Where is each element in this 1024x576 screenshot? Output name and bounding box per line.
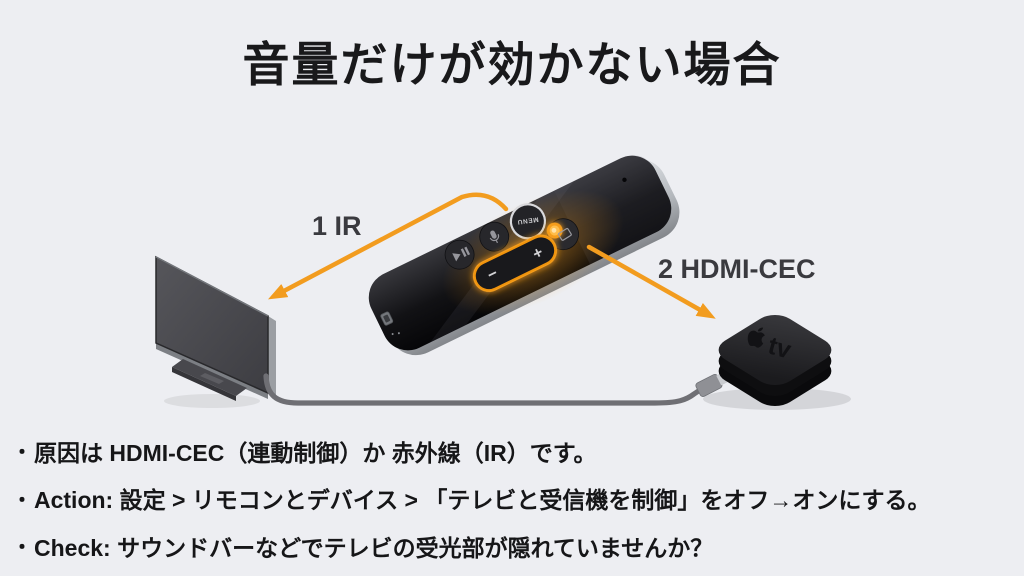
- play-pause-button: [444, 239, 475, 270]
- play-pause-icon: [452, 246, 471, 262]
- slide-title: 音量だけが効かない場合: [242, 38, 782, 91]
- ir-arrow: [267, 192, 509, 300]
- bullet-check-text: Check: サウンドバーなどでテレビの受光部が隠れていませんか？: [34, 534, 714, 561]
- mic-button: [479, 221, 510, 252]
- apple-tv-illustration: tv: [703, 315, 851, 410]
- apple-logo-icon: [747, 327, 765, 348]
- bullet-marker: ・: [12, 442, 32, 465]
- ir-label: 1 IR: [312, 211, 362, 241]
- tv-button-icon: [557, 227, 572, 241]
- bullet-list: ・ 原因は HDMI-CEC（連動制御）か 赤外線（IR）です。 ・ Actio…: [12, 427, 931, 570]
- hdmi-cec-arrow: [586, 244, 716, 319]
- remote-illustration: MENU + −: [368, 155, 680, 356]
- apple-tv-logo: tv: [747, 327, 794, 364]
- menu-button-label: MENU: [517, 215, 539, 225]
- bullet-action: ・ Action: 設定 > リモコンとデバイス > 「テレビと受信機を制御」を…: [12, 475, 931, 523]
- tv-button: [546, 218, 580, 251]
- bullet-cause-text: 原因は HDMI-CEC（連動制御）か 赤外線（IR）です。: [34, 439, 597, 466]
- hdmi-cable: [263, 373, 703, 406]
- bullet-cause: ・ 原因は HDMI-CEC（連動制御）か 赤外線（IR）です。: [12, 427, 931, 475]
- hdmi-cec-label: 2 HDMI-CEC: [658, 254, 816, 284]
- bullet-action-text: Action: 設定 > リモコンとデバイス > 「テレビと受信機を制御」をオフ…: [34, 487, 931, 514]
- tv-illustration: [155, 255, 276, 408]
- volume-rocker: + −: [472, 234, 558, 292]
- lightning-port: [380, 311, 400, 336]
- bullet-marker: ・: [12, 489, 32, 512]
- remote-mic-hole: [622, 177, 627, 182]
- mic-icon: [489, 230, 500, 244]
- bullet-marker: ・: [12, 537, 32, 560]
- bullet-check: ・ Check: サウンドバーなどでテレビの受光部が隠れていませんか？: [12, 522, 931, 570]
